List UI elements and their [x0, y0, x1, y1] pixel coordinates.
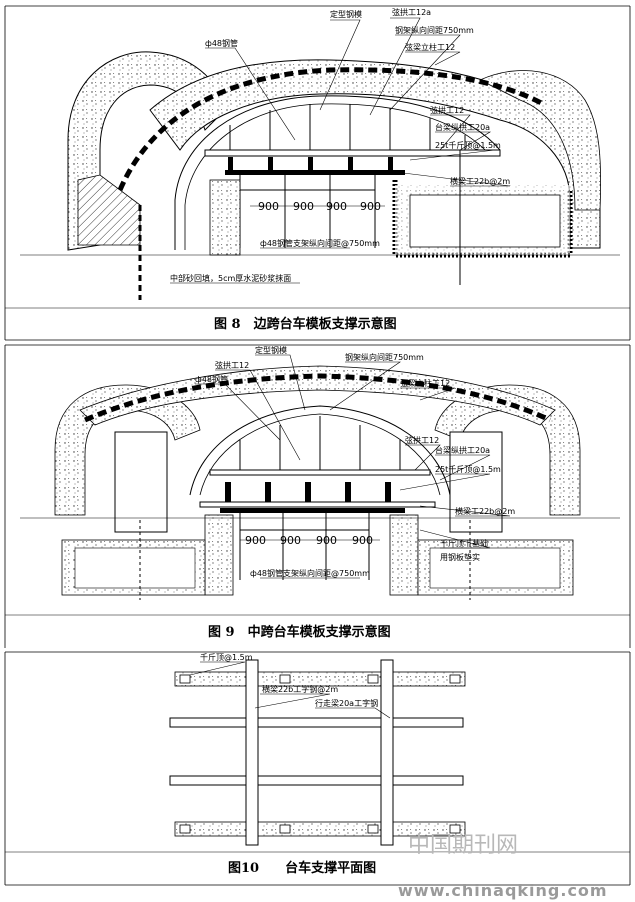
fig10-top-strip	[174, 671, 466, 687]
fig10-label-cross-beam: 横梁22b工字钢@2m	[262, 684, 338, 694]
fig9-label-steel-form: 定型钢模	[255, 345, 287, 355]
fig8-label-frame-spacing: 钢架纵向间距750mm	[395, 25, 474, 35]
fig9-label-support-pipe: ф48钢管支架纵向间距@750mm	[250, 568, 370, 578]
fig8-dim-3: 900	[326, 200, 347, 213]
fig8-label-backfill: 中部砂回填，5cm厚水泥砂浆抹面	[170, 273, 291, 283]
fig9-label-cross-beam: 横梁工22b@2m	[455, 506, 515, 516]
fig9-dim-1: 900	[245, 534, 266, 547]
fig10-beam-2	[169, 775, 464, 786]
fig10-caption: 图10 台车支撑平面图	[228, 860, 376, 876]
backfill-hatch	[77, 174, 141, 246]
figure-8: 900 900 900 900 定型钢模 弦拱工12a 钢架纵向间距750mm …	[4, 5, 631, 341]
fig8-label-pipe48: ф48钢管	[205, 38, 238, 48]
fig9-label-arch-i12-b: 弦拱工12	[405, 435, 439, 445]
fig9-left-box	[114, 431, 168, 533]
fig9-dimensions: 900 900 900 900	[240, 534, 380, 547]
figure-10: 千斤顶@1.5m 横梁22b工字钢@2m 行走梁20a工字钢 图10 台车支撑平…	[4, 651, 631, 886]
figure-9: 900 900 900 900 定型钢模 弦拱工12 钢架纵向间距750mm ф…	[4, 344, 631, 648]
fig8-label-jack: 25t千斤顶@1.5m	[435, 140, 501, 150]
fig9-label-arch-i12: 弦拱工12	[215, 360, 249, 370]
fig9-label-pipe48: ф48钢管	[195, 374, 228, 384]
fig9-caption: 图 9 中跨台车模板支撑示意图	[208, 624, 391, 640]
fig9-label-jack-base-2: 用钢板垫实	[440, 552, 480, 562]
fig8-label-steel-form: 定型钢模	[330, 9, 362, 19]
fig10-label-jack: 千斤顶@1.5m	[200, 652, 253, 662]
fig9-label-column: 弦梁立柱工12	[400, 378, 450, 388]
fig10-walk-beam-1	[245, 659, 259, 846]
fig8-label-longitudinal: 台梁纵拱工20a	[435, 122, 490, 132]
fig9-label-frame-spacing: 钢架纵向间距750mm	[345, 352, 424, 362]
fig8-label-arch-i12: 弦拱工12	[430, 105, 464, 115]
fixed-steel-form	[117, 67, 547, 191]
fig9-label-longitudinal: 台梁纵拱工20a	[435, 445, 490, 455]
watermark-logo: 中国期刊网	[408, 833, 518, 858]
fig9-label-jack-base-1: 千斤顶下基础	[440, 538, 488, 548]
fig8-dim-2: 900	[293, 200, 314, 213]
fig10-label-longitudinal: 行走梁20a工字钢	[315, 698, 378, 708]
longitudinal-beam	[204, 149, 501, 157]
fig10-walk-beam-2	[380, 659, 394, 846]
fig9-dim-4: 900	[352, 534, 373, 547]
fig8-dimensions: 900 900 900 900	[250, 200, 385, 213]
fig8-dim-4: 900	[360, 200, 381, 213]
fig9-dim-3: 900	[316, 534, 337, 547]
watermark-url: www.chinaqking.com	[398, 881, 608, 900]
fig9-steel-form	[84, 373, 552, 423]
fig8-dim-1: 900	[258, 200, 279, 213]
fig8-caption: 图 8 边跨台车模板支撑示意图	[214, 316, 397, 332]
fig9-label-jack: 25t千斤顶@1.5m	[435, 464, 501, 474]
fig8-label-cross-beam: 横梁工22b@2m	[450, 176, 510, 186]
cross-beam	[225, 170, 405, 175]
fig8-label-arch-i12a: 弦拱工12a	[392, 7, 431, 17]
main-arch-lining	[149, 59, 601, 249]
fig8-label-support-pipe: ф48钢管支架纵向间距@750mm	[260, 238, 380, 248]
fig9-right-box	[449, 431, 503, 533]
right-tunnel-lining	[479, 70, 602, 211]
fig8-label-column: 弦梁立柱工12	[405, 42, 455, 52]
fig9-dim-2: 900	[280, 534, 301, 547]
fig9-main-arch	[79, 365, 556, 426]
fig10-beam-1	[169, 717, 464, 728]
